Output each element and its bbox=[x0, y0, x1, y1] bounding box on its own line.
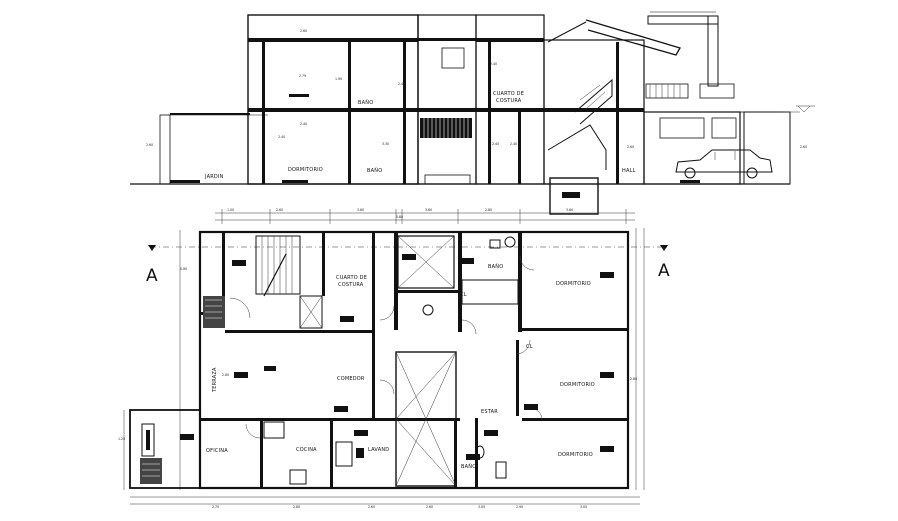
label-cuarto-costura-2: COSTURA bbox=[496, 98, 522, 104]
svg-text:3.00: 3.00 bbox=[478, 505, 485, 509]
section-marker-right: A bbox=[658, 261, 670, 281]
svg-text:3.00: 3.00 bbox=[580, 505, 587, 509]
svg-text:2.80: 2.80 bbox=[630, 377, 637, 381]
svg-text:2.40: 2.40 bbox=[278, 135, 285, 139]
svg-text:2.60: 2.60 bbox=[627, 145, 634, 149]
svg-text:1.00: 1.00 bbox=[227, 208, 234, 212]
room-cuarto-costura-2: COSTURA bbox=[338, 282, 364, 288]
svg-text:2.40: 2.40 bbox=[510, 142, 517, 146]
label-cuarto-costura-1: CUARTO DE bbox=[493, 91, 524, 97]
room-terraza: TERRAZA bbox=[212, 367, 218, 393]
svg-text:1.90: 1.90 bbox=[335, 77, 342, 81]
svg-text:2.90: 2.90 bbox=[516, 505, 523, 509]
svg-text:2.80: 2.80 bbox=[293, 505, 300, 509]
svg-text:2.60: 2.60 bbox=[800, 145, 807, 149]
floor-plan: 1.00 2.60 3.60 0.80 3.60 2.80 3.60 2.70 … bbox=[118, 208, 670, 509]
label-bano-upper: BAÑO bbox=[358, 99, 373, 106]
room-cocina: COCINA bbox=[296, 447, 317, 453]
section-elevation: 2.60 2.60 2.79 1.90 2.40 2.40 2.40 3.30 … bbox=[130, 11, 815, 215]
room-bano-bottom: BAÑO bbox=[461, 463, 476, 470]
svg-text:3.60: 3.60 bbox=[425, 208, 432, 212]
room-dormitorio-3: DORMITORIO bbox=[558, 452, 593, 458]
room-bano-top: BAÑO bbox=[488, 263, 503, 270]
svg-text:3.60: 3.60 bbox=[357, 208, 364, 212]
car-icon bbox=[675, 149, 773, 179]
svg-text:2.40: 2.40 bbox=[490, 62, 497, 66]
svg-text:0.80: 0.80 bbox=[396, 215, 403, 219]
room-comedor: COMEDOR bbox=[337, 376, 365, 382]
room-dormitorio-1: DORMITORIO bbox=[556, 281, 591, 287]
section-marker-left: A bbox=[146, 266, 158, 286]
svg-text:2.60: 2.60 bbox=[368, 505, 375, 509]
room-oficina: OFICINA bbox=[206, 448, 228, 454]
svg-text:2.80: 2.80 bbox=[222, 373, 229, 377]
svg-text:2.40: 2.40 bbox=[398, 82, 405, 86]
svg-text:2.79: 2.79 bbox=[299, 74, 306, 78]
svg-text:2.70: 2.70 bbox=[212, 505, 219, 509]
room-lavand: LAVAND bbox=[368, 447, 389, 453]
room-estar: ESTAR bbox=[481, 409, 498, 415]
svg-text:2.60: 2.60 bbox=[300, 29, 307, 33]
svg-text:2.60: 2.60 bbox=[426, 505, 433, 509]
svg-text:1.20: 1.20 bbox=[118, 437, 125, 441]
label-dormitorio: DORMITORIO bbox=[288, 167, 323, 173]
label-hall: HALL bbox=[622, 168, 636, 174]
label-jardin: JARDIN bbox=[204, 174, 224, 180]
svg-text:2.60: 2.60 bbox=[276, 208, 283, 212]
room-cuarto-costura-1: CUARTO DE bbox=[336, 275, 367, 281]
svg-text:2.80: 2.80 bbox=[485, 208, 492, 212]
svg-text:2.40: 2.40 bbox=[492, 142, 499, 146]
label-bano-lower: BAÑO bbox=[367, 167, 382, 174]
room-cl-2: CL bbox=[526, 344, 533, 350]
room-cl-1: CL bbox=[460, 292, 467, 298]
svg-text:2.40: 2.40 bbox=[300, 122, 307, 126]
svg-text:0.90: 0.90 bbox=[180, 267, 187, 271]
svg-text:2.60: 2.60 bbox=[146, 143, 153, 147]
room-dormitorio-2: DORMITORIO bbox=[560, 382, 595, 388]
svg-text:3.30: 3.30 bbox=[382, 142, 389, 146]
svg-text:3.60: 3.60 bbox=[566, 208, 573, 212]
